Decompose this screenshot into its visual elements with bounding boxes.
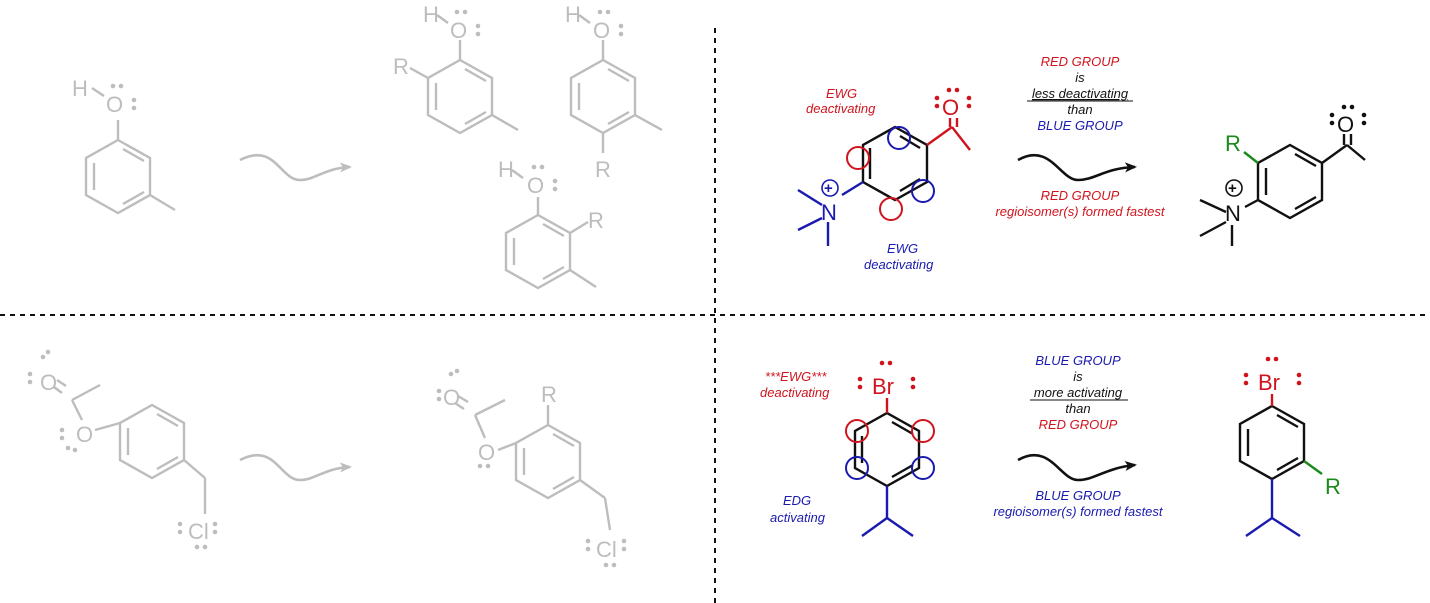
q2-product-O: O [1337, 112, 1354, 137]
q4-top-than: than [1065, 401, 1090, 416]
q3-product [454, 394, 612, 531]
q2-product-charge-circle [1225, 179, 1243, 197]
q2-top-is: is [1075, 70, 1085, 85]
q4-top-red-group: RED GROUP [1039, 417, 1118, 432]
q1-product-2-O: O [593, 18, 610, 43]
q4-bromine-lone-pairs [857, 360, 916, 390]
q3-ester-O2: O [76, 422, 93, 447]
q2-acetyl-group [926, 118, 971, 151]
q2-blue-label-ewg: EWG [887, 241, 918, 256]
q2-arrow-bottom-text: RED GROUP regioisomer(s) formed fastest [995, 188, 1165, 219]
q2-top-than: than [1067, 102, 1092, 117]
q2-arrow-top-text: RED GROUP is less deactivating than BLUE… [1032, 54, 1129, 133]
q2-bottom-red-group: RED GROUP [1041, 188, 1120, 203]
q3-product-O2: O [478, 440, 495, 465]
q1-product-1-O: O [450, 18, 467, 43]
q2-product-R-bond [1243, 151, 1259, 164]
q2-red-position-circles [846, 146, 903, 221]
q4-product [1238, 404, 1306, 481]
q2-top-less-deactivating: less deactivating [1032, 86, 1129, 101]
q4-bromine: Br [872, 374, 894, 399]
q3-product-R: R [541, 382, 557, 407]
q1-product-3-R: R [588, 208, 604, 233]
q4-reaction-arrow [1017, 453, 1137, 482]
q2-top-red-group: RED GROUP [1041, 54, 1120, 69]
q4-blue-position-circles [845, 456, 935, 480]
q3-product-chloride: Cl [596, 537, 617, 562]
q2-product-N: N [1225, 201, 1241, 226]
q2-trimethylammonium-group [797, 180, 864, 246]
q1-product-3 [504, 169, 597, 290]
q1-phenol-O: O [106, 92, 123, 117]
q1-product-2-R: R [595, 157, 611, 182]
q2-blue-label-deactivating: deactivating [864, 257, 934, 272]
q2-positive-charge-circle [821, 179, 839, 197]
q3-ester-lone-pairs [27, 349, 218, 550]
q1-product-1-R: R [393, 54, 409, 79]
q4-top-blue-group: BLUE GROUP [1035, 353, 1121, 368]
q4-product-R-bond [1303, 460, 1323, 475]
q4-arrow-top-text: BLUE GROUP is more activating than RED G… [1034, 353, 1123, 432]
q4-product-R: R [1325, 474, 1341, 499]
q2-top-blue-group: BLUE GROUP [1037, 118, 1123, 133]
q2-positive-charge: + [824, 180, 833, 197]
q3-chloride: Cl [188, 519, 209, 544]
q2-product-R: R [1225, 131, 1241, 156]
q4-top-more-activating: more activating [1034, 385, 1123, 400]
q1-product-1-H: H [423, 2, 439, 27]
q3-ester-reactant [53, 379, 207, 514]
q1-product-2-H: H [565, 2, 581, 27]
q2-product-charge: + [1228, 180, 1237, 197]
q1-product-2-lone-pairs [597, 9, 624, 37]
q1-product-1-lone-pairs [454, 9, 481, 37]
q2-reaction-arrow [1017, 153, 1137, 182]
q4-arrow-bottom-text: BLUE GROUP regioisomer(s) formed fastest [993, 488, 1163, 519]
q2-reactant-ring [861, 125, 929, 202]
q2-product-lone-pairs [1329, 104, 1367, 126]
q3-product-lone-pairs [436, 368, 627, 568]
q2-bottom-regioisomer: regioisomer(s) formed fastest [995, 204, 1165, 219]
q3-reaction-arrow [239, 453, 352, 482]
q4-product-bromine-lone-pairs [1243, 356, 1302, 386]
q4-top-is: is [1073, 369, 1083, 384]
q2-nitrogen: N [821, 200, 837, 225]
q4-blue-label-activating: activating [770, 510, 826, 525]
q1-product-3-O: O [527, 173, 544, 198]
q4-red-label-ewg: ***EWG*** [765, 369, 827, 384]
q1-product-3-lone-pairs [531, 164, 558, 192]
q4-red-position-circles [845, 419, 935, 443]
q4-red-label-deactivating: deactivating [760, 385, 830, 400]
q1-reaction-arrow [239, 153, 352, 182]
q2-carbonyl-O: O [942, 95, 959, 120]
q1-phenol-H: H [72, 76, 88, 101]
q2-red-label-ewg: EWG [826, 86, 857, 101]
q1-product-1 [409, 14, 519, 135]
q4-blue-label-edg: EDG [783, 493, 811, 508]
q4-product-bromine: Br [1258, 370, 1280, 395]
q4-bottom-regioisomer: regioisomer(s) formed fastest [993, 504, 1163, 519]
q2-red-label-deactivating: deactivating [806, 101, 876, 116]
q1-phenol-reactant [84, 87, 176, 215]
q2-blue-position-circles [887, 126, 935, 203]
q4-bottom-blue-group: BLUE GROUP [1035, 488, 1121, 503]
q3-ester-O1: O [40, 370, 57, 395]
q2-carbonyl-lone-pairs [934, 87, 972, 109]
q4-product-isopropyl [1245, 479, 1301, 538]
q1-phenol-lone-pairs [110, 83, 137, 111]
q3-product-O1: O [443, 385, 460, 410]
q1-product-3-H: H [498, 157, 514, 182]
q1-product-2 [569, 14, 663, 153]
q4-isopropyl-group [861, 486, 914, 537]
